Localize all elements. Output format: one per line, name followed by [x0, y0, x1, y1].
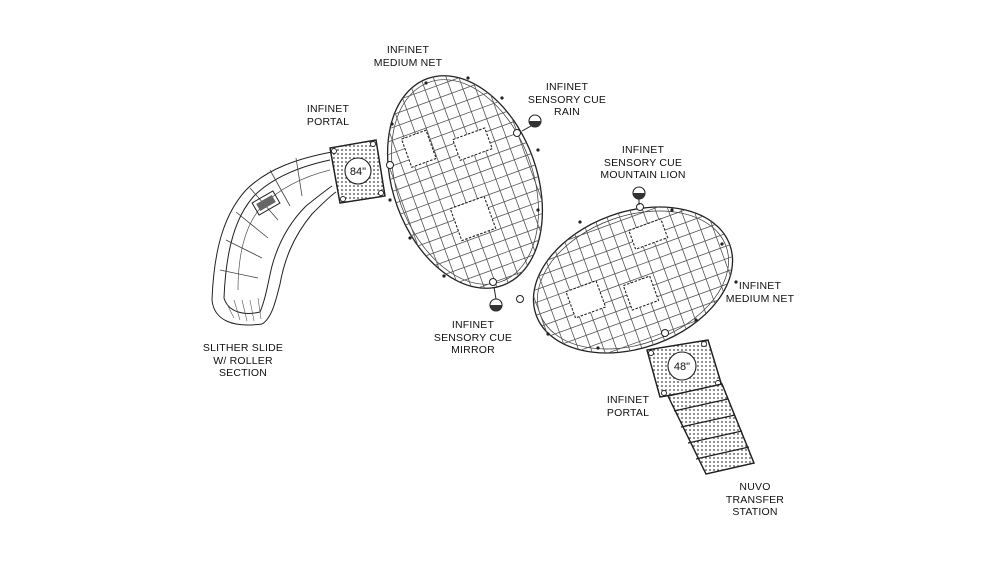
connector-clamp — [513, 129, 521, 137]
label-sensory-cue-mirror: INFINET SENSORY CUE MIRROR — [430, 319, 516, 357]
label-sensory-cue-rain: INFINET SENSORY CUE RAIN — [524, 81, 610, 119]
label-line: SLITHER SLIDE — [202, 342, 284, 354]
label-line: MEDIUM NET — [373, 56, 443, 69]
label-line: SENSORY CUE — [527, 93, 607, 106]
medium-net-right — [512, 180, 754, 380]
slide-exit-ribs — [225, 297, 262, 322]
label-line: PORTAL — [606, 406, 650, 419]
label-line: INFINET — [738, 280, 782, 292]
connector-clamp — [516, 295, 524, 303]
slide-center-line — [237, 169, 331, 291]
net-posts — [388, 76, 738, 350]
slide-inner-edge — [223, 159, 333, 314]
label-line: PORTAL — [306, 115, 350, 128]
label-line: INFINET — [606, 394, 650, 406]
connector-clamp — [489, 278, 497, 286]
medium-net-top — [359, 54, 571, 310]
portal-bottom: 48" — [646, 339, 723, 398]
label-line: INFINET — [306, 103, 350, 115]
label-slither-slide: SLITHER SLIDE W/ ROLLER SECTION — [198, 342, 288, 380]
connector-clamp — [636, 203, 644, 211]
label-line: MOUNTAIN LION — [600, 169, 686, 181]
sensory-cue-mirror — [489, 286, 503, 312]
label-line: INFINET — [545, 81, 589, 93]
label-medium-net-right: INFINET MEDIUM NET — [722, 280, 798, 305]
net-panel — [628, 218, 669, 250]
label-line: STATION — [732, 506, 778, 518]
portal-top-size: 84" — [350, 166, 366, 178]
label-line: INFINET — [621, 144, 665, 156]
slide-outer-edge — [211, 151, 337, 326]
net-panel — [452, 127, 493, 162]
label-line: NUVO — [739, 481, 771, 493]
slide-roller-section — [251, 190, 281, 216]
slide-segments — [219, 157, 303, 279]
label-transfer-station: NUVO TRANSFER STATION — [720, 481, 790, 519]
label-sensory-cue-mountain-lion: INFINET SENSORY CUE MOUNTAIN LION — [596, 144, 690, 182]
transfer-station — [667, 383, 755, 475]
net-panel — [622, 275, 660, 311]
label-line: INFINET — [451, 319, 495, 331]
label-line: MEDIUM NET — [725, 292, 795, 305]
label-line: W/ ROLLER — [213, 354, 273, 367]
label-portal-top: INFINET PORTAL — [296, 103, 360, 128]
label-portal-bottom: INFINET PORTAL — [596, 394, 660, 419]
net-panel — [449, 195, 497, 242]
label-medium-net-top: INFINET MEDIUM NET — [370, 44, 446, 69]
portal-bottom-size: 48" — [674, 361, 690, 373]
label-line: INFINET — [386, 44, 430, 56]
sensory-cue-rain — [521, 114, 542, 132]
label-line: SECTION — [218, 367, 268, 379]
connectors — [386, 129, 669, 337]
label-line: SENSORY CUE — [433, 331, 513, 344]
net-panel — [565, 279, 607, 319]
label-line: SENSORY CUE — [603, 156, 683, 169]
label-line: RAIN — [554, 106, 580, 118]
portal-top: 84" — [329, 139, 386, 204]
net-panel — [400, 129, 437, 169]
slither-slide — [211, 151, 337, 326]
connector-clamp — [661, 329, 669, 337]
sensory-cue-mountain-lion — [632, 186, 646, 205]
label-line: TRANSFER — [725, 493, 785, 506]
label-line: MIRROR — [451, 344, 495, 356]
connector-clamp — [386, 161, 394, 169]
